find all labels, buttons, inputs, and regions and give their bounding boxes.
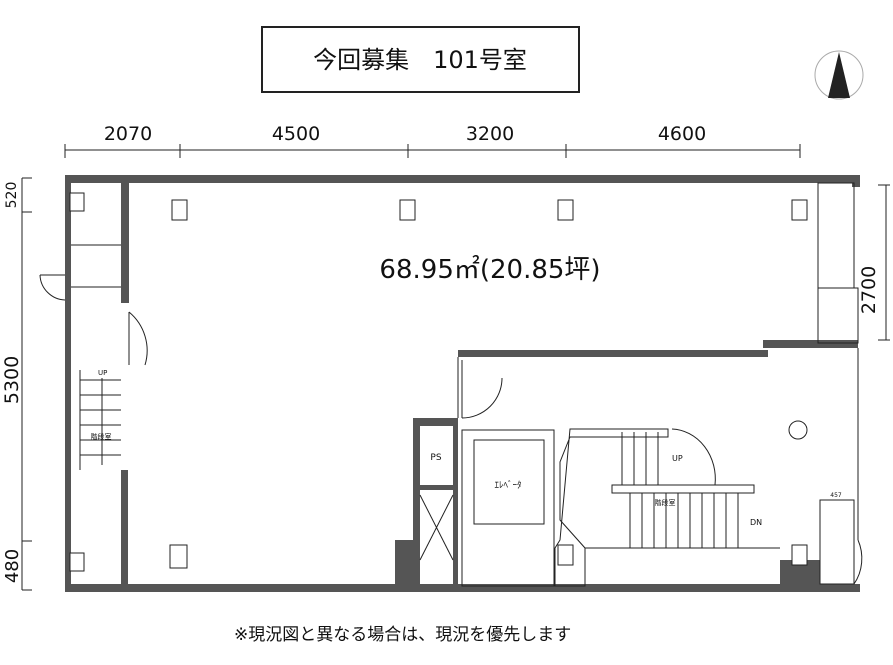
- left-stair-up-label: UP: [98, 369, 107, 377]
- north-arrow-icon: [814, 50, 864, 100]
- dimension-top-4: 4600: [658, 123, 706, 145]
- right-dimension-line: [878, 184, 890, 341]
- title-box: [261, 26, 580, 93]
- area-label: 68.95㎡(20.85坪): [379, 255, 600, 285]
- stair-dn-label: DN: [750, 518, 762, 527]
- main-stair-name: 階段室: [655, 498, 676, 507]
- dimension-top-1: 2070: [104, 123, 152, 145]
- interior-lines: [71, 182, 859, 587]
- dimension-top-2: 4500: [272, 123, 320, 145]
- stair-up-label: UP: [672, 454, 683, 463]
- columns: [69, 192, 808, 572]
- left-dimension-line: [21, 177, 32, 591]
- dimension-left-2: 5300: [1, 356, 23, 404]
- note: ※現況図と異なる場合は、現況を優先します: [234, 625, 571, 645]
- dimension-left-3: 480: [2, 549, 23, 583]
- left-stair-name: 階段室: [91, 432, 112, 441]
- walls: [65, 175, 860, 592]
- ps-label: PS: [430, 453, 441, 463]
- dimension-right: 2700: [858, 266, 880, 314]
- elevator-label: ｴﾚﾍﾞｰﾀ: [494, 480, 521, 491]
- title: 今回募集 101号室: [313, 46, 527, 74]
- small-tag: 457: [830, 492, 842, 499]
- dimension-left-1: 520: [4, 182, 20, 209]
- top-dimension-line: [64, 144, 801, 158]
- doors: [39, 274, 863, 585]
- dimension-top-3: 3200: [466, 123, 514, 145]
